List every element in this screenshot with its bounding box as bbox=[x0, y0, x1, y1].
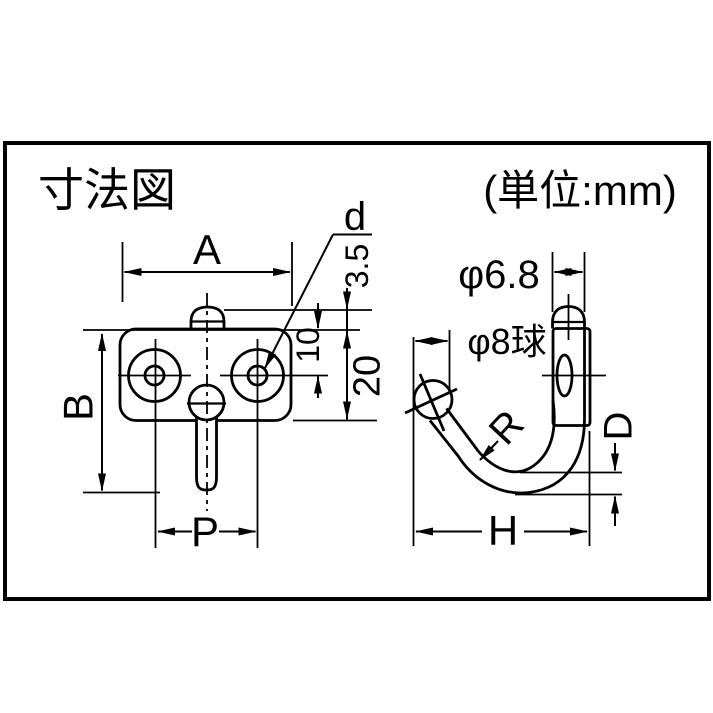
plate-side-outline bbox=[551, 327, 592, 427]
dim-d-leader: d bbox=[264, 195, 372, 369]
hook-wire-outer bbox=[428, 322, 586, 495]
left-hole-outer bbox=[127, 348, 182, 403]
dim-b: B bbox=[55, 333, 106, 492]
top-tab bbox=[189, 305, 226, 329]
ball-hatch-1 bbox=[418, 373, 446, 432]
side-view: φ6.8 φ8球 R D H bbox=[404, 252, 641, 554]
side-extension-lines bbox=[412, 252, 622, 546]
dim-b-label: B bbox=[55, 393, 102, 421]
dim-a-label: A bbox=[193, 226, 221, 273]
dim-10: 10 bbox=[290, 303, 326, 398]
dim-a: A bbox=[123, 226, 291, 276]
dim-phi68-label: φ6.8 bbox=[458, 253, 540, 297]
right-hole-outer bbox=[230, 348, 285, 403]
dim-h: H bbox=[415, 507, 588, 554]
dim-h-label: H bbox=[488, 507, 518, 554]
dim-d-label: d bbox=[344, 195, 366, 239]
dim-phi8-label: φ8球 bbox=[467, 321, 546, 362]
dim-p: P bbox=[157, 508, 257, 555]
front-view: A B P d 10 3.5 bbox=[55, 195, 389, 555]
dim-d-side: D bbox=[597, 412, 641, 526]
dim-20-label: 20 bbox=[346, 355, 388, 397]
dim-p-label: P bbox=[191, 508, 219, 555]
left-hole-inner bbox=[143, 364, 166, 387]
dim-d-side-label: D bbox=[597, 412, 641, 441]
dim-phi68: φ6.8 bbox=[458, 253, 584, 297]
dim-3-5-and-20: 3.5 20 bbox=[339, 244, 388, 420]
page-title: 寸法図 bbox=[38, 164, 176, 216]
dim-3-5-label: 3.5 bbox=[339, 244, 375, 288]
right-hole-inner bbox=[246, 364, 269, 387]
dim-phi8-ball: φ8球 bbox=[414, 321, 547, 362]
unit-note: (単位:mm) bbox=[483, 167, 677, 214]
hook-stem-front bbox=[195, 412, 218, 492]
border-frame bbox=[3, 141, 711, 601]
dim-10-label: 10 bbox=[290, 327, 326, 363]
